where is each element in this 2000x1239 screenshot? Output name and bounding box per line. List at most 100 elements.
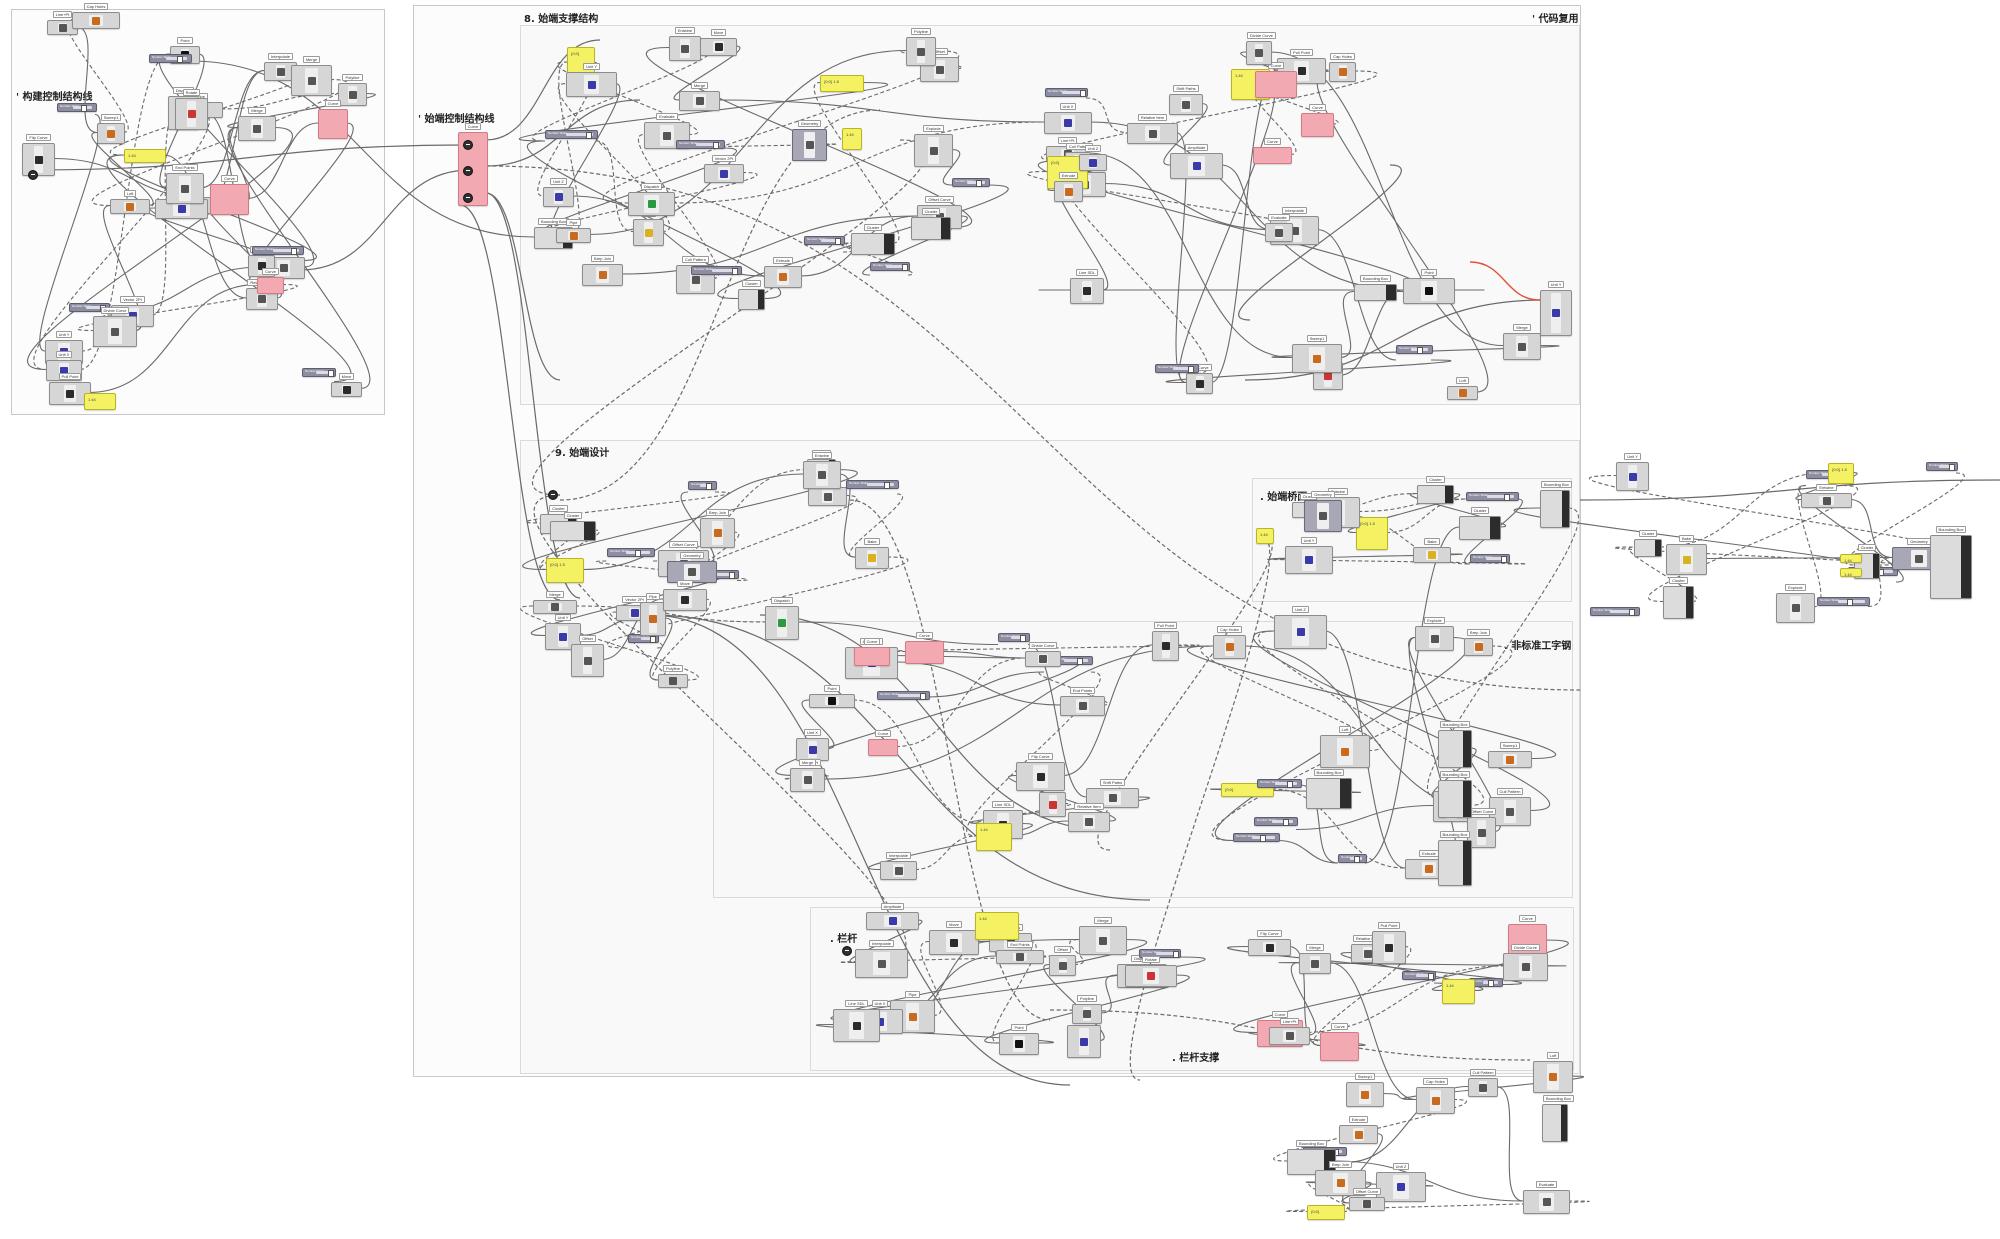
component-number-slider[interactable]: Number Slider: [607, 548, 655, 557]
component-curve[interactable]: Curve: [318, 100, 348, 139]
component-panel[interactable]: 1.44: [842, 128, 862, 150]
component-bounding-box[interactable]: Bounding Box: [1542, 1095, 1574, 1142]
component-brep-join[interactable]: Brep Join: [700, 509, 735, 548]
component-cluster[interactable]: Cluster: [1663, 577, 1694, 619]
component-loft[interactable]: Loft: [110, 190, 150, 214]
component-number-slider[interactable]: Number Slider: [57, 103, 97, 112]
slider-track[interactable]: [1275, 782, 1297, 785]
component-unit-z[interactable]: Unit Z: [543, 178, 574, 207]
component-end-points[interactable]: End Points: [996, 941, 1044, 964]
component-panel[interactable]: {0;0} 1.5: [1356, 517, 1388, 550]
component-entwine[interactable]: Entwine: [669, 27, 701, 61]
slider-knob[interactable]: [705, 483, 712, 490]
component-panel[interactable]: 1.44: [1840, 568, 1862, 577]
component-panel[interactable]: 1.44: [124, 149, 166, 163]
component-move[interactable]: Move: [929, 921, 979, 955]
component-offset[interactable]: Offset: [571, 635, 604, 677]
component-number-slider[interactable]: Number Slider: [252, 246, 304, 255]
component-flip-curve[interactable]: Flip Curve: [1186, 364, 1213, 394]
component-end-points[interactable]: End Points: [1060, 687, 1105, 716]
curve-param-hub-icon[interactable]: [463, 140, 473, 150]
component-sweep1[interactable]: Sweep1: [1292, 335, 1342, 373]
component-flip-curve[interactable]: Flip Curve: [1248, 930, 1291, 956]
slider-knob[interactable]: [1282, 819, 1289, 826]
component-number-slider[interactable]: Number Slider: [1139, 949, 1181, 958]
component-bake[interactable]: Bake: [1413, 538, 1451, 563]
slider-track[interactable]: [85, 306, 105, 309]
component-point[interactable]: Point: [1403, 269, 1455, 304]
component-loft[interactable]: Loft: [1533, 1052, 1573, 1093]
slider-track[interactable]: [1156, 952, 1176, 955]
component-cluster[interactable]: Cluster: [851, 224, 895, 255]
slider-track[interactable]: [166, 57, 187, 60]
slider-track[interactable]: [711, 269, 737, 272]
component-line-sdl[interactable]: Line SDL: [1070, 269, 1104, 304]
component-unit-y[interactable]: Unit Y: [1616, 453, 1649, 491]
component-merge[interactable]: Merge: [790, 759, 825, 792]
component-curve[interactable]: Curve: [1301, 104, 1334, 137]
component-geometry[interactable]: Geometry: [1304, 491, 1342, 532]
component-divide-curve[interactable]: Divide Curve: [1246, 32, 1276, 65]
slider-track[interactable]: [867, 483, 894, 486]
component-sweep1[interactable]: Sweep1: [1488, 742, 1532, 768]
component-cluster[interactable]: Cluster: [738, 280, 765, 310]
component-bounding-box[interactable]: Bounding Box: [1930, 526, 1972, 599]
component-brep-join[interactable]: Brep Join: [582, 255, 623, 286]
component-cluster[interactable]: Cluster: [911, 208, 951, 240]
component-panel[interactable]: {0;0} 1.5: [546, 558, 584, 583]
slider-track[interactable]: [1939, 465, 1953, 468]
component-unit-z[interactable]: Unit Z: [1079, 145, 1107, 171]
component-bake[interactable]: Bake: [855, 538, 889, 569]
component-unit-y[interactable]: Unit Y: [566, 63, 617, 97]
component-move[interactable]: Move: [700, 29, 737, 56]
slider-knob[interactable]: [1948, 464, 1955, 471]
component-bounding-box[interactable]: Bounding Box: [1438, 721, 1472, 768]
component-explode[interactable]: Explode: [1415, 617, 1454, 651]
component-number-slider[interactable]: Number Slider: [1155, 364, 1199, 373]
component-curve[interactable]: Curve: [1320, 1023, 1359, 1061]
slider-knob[interactable]: [883, 482, 890, 489]
component-sweep1[interactable]: Sweep1: [97, 114, 125, 144]
component-entwine[interactable]: Entwine: [1801, 484, 1852, 508]
slider-track[interactable]: [1062, 91, 1083, 94]
component-cull-pattern[interactable]: Cull Pattern: [1468, 1069, 1498, 1097]
slider-track[interactable]: [695, 143, 720, 146]
component-loft[interactable]: Loft: [1320, 726, 1370, 768]
component-evaluate[interactable]: Evaluate: [1265, 214, 1293, 242]
component-sweep1[interactable]: Sweep1: [1346, 1073, 1384, 1107]
component-move[interactable]: Move: [331, 373, 362, 397]
component-amplitude[interactable]: Amplitude: [1170, 144, 1223, 179]
slider-track[interactable]: [1172, 367, 1194, 370]
slider-knob[interactable]: [975, 180, 982, 187]
component-unit-y[interactable]: Unit Y: [1540, 281, 1572, 336]
component-panel[interactable]: {0;0}: [1307, 1205, 1345, 1220]
component-polyline[interactable]: Polyline: [658, 665, 688, 688]
component-number-slider[interactable]: Number Slider: [1470, 554, 1510, 563]
component-cluster[interactable]: Cluster: [1634, 530, 1662, 557]
component-unit-x[interactable]: Unit X: [1044, 103, 1092, 134]
component-number-slider[interactable]: Number Slider: [952, 178, 990, 187]
component-cap-holes[interactable]: Cap Holes: [72, 3, 120, 29]
component-number-slider[interactable]: Number Slider: [870, 262, 910, 271]
component-panel[interactable]: 1.44: [84, 393, 116, 410]
slider-track[interactable]: [886, 265, 905, 268]
component-merge[interactable]: Merge: [533, 591, 577, 614]
component-polyline[interactable]: Polyline: [338, 74, 367, 106]
slider-knob[interactable]: [1353, 856, 1360, 863]
component-shift-paths[interactable]: Shift Paths: [1169, 85, 1203, 115]
slider-knob[interactable]: [327, 370, 334, 377]
component-panel[interactable]: 1.44: [1256, 528, 1274, 544]
component-number-slider[interactable]: Number Slider: [1338, 854, 1367, 863]
component-divide-curve[interactable]: Divide Curve: [1503, 944, 1548, 981]
component-rotate[interactable]: Rotate: [1039, 783, 1066, 817]
slider-knob[interactable]: [835, 238, 842, 245]
slider-knob[interactable]: [176, 56, 183, 63]
component-pull-point[interactable]: Pull Point: [1152, 622, 1179, 661]
component-dispatch[interactable]: Dispatch: [628, 183, 675, 216]
component-number-slider[interactable]: Number Slider: [1257, 779, 1302, 788]
component-brep-join[interactable]: Brep Join: [1315, 1161, 1366, 1196]
curve-param-hub-icon[interactable]: [463, 193, 473, 203]
slider-track[interactable]: [820, 239, 840, 242]
component-cluster[interactable]: Cluster: [1417, 476, 1454, 504]
component-panel[interactable]: 1.44: [976, 823, 1012, 851]
